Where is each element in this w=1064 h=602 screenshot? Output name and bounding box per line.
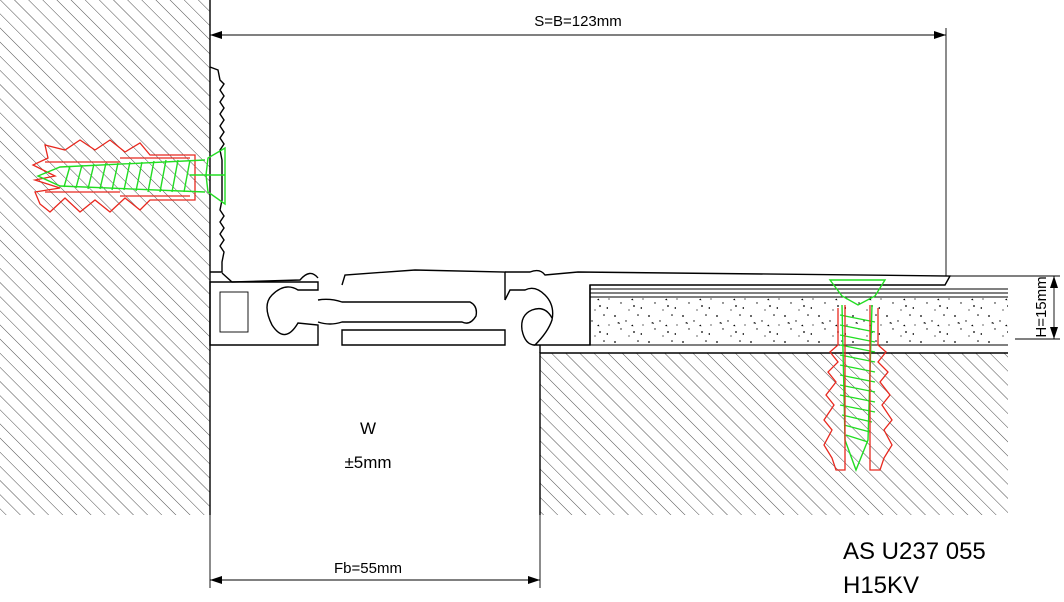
floor-screw-icon	[828, 279, 887, 472]
screed-speckle	[590, 288, 1008, 345]
floor-anchor-icon	[823, 305, 893, 471]
profile-joint-body	[209, 269, 952, 353]
dimension-height: H=15mm	[950, 275, 1060, 340]
gap-label-line1: W	[360, 419, 376, 438]
profile-wall-leg	[209, 66, 225, 273]
width-label: S=B=123mm	[534, 13, 622, 30]
height-label: H=15mm	[1033, 276, 1050, 337]
product-code-line2: H15KV	[843, 572, 919, 599]
wall-anchor-icon	[31, 139, 196, 213]
gap-label: W ±5mm	[344, 419, 391, 472]
base-label: Fb=55mm	[334, 560, 402, 577]
gap-label-line2: ±5mm	[344, 453, 391, 472]
wall-screw-icon	[36, 146, 226, 206]
product-code: AS U237 055 H15KV	[843, 538, 986, 599]
dimension-width: S=B=123mm	[210, 13, 947, 276]
dimension-base: Fb=55mm	[209, 515, 541, 588]
floor-hatch	[539, 344, 1008, 515]
wall-hatch	[0, 0, 211, 515]
product-code-line1: AS U237 055	[843, 538, 986, 565]
